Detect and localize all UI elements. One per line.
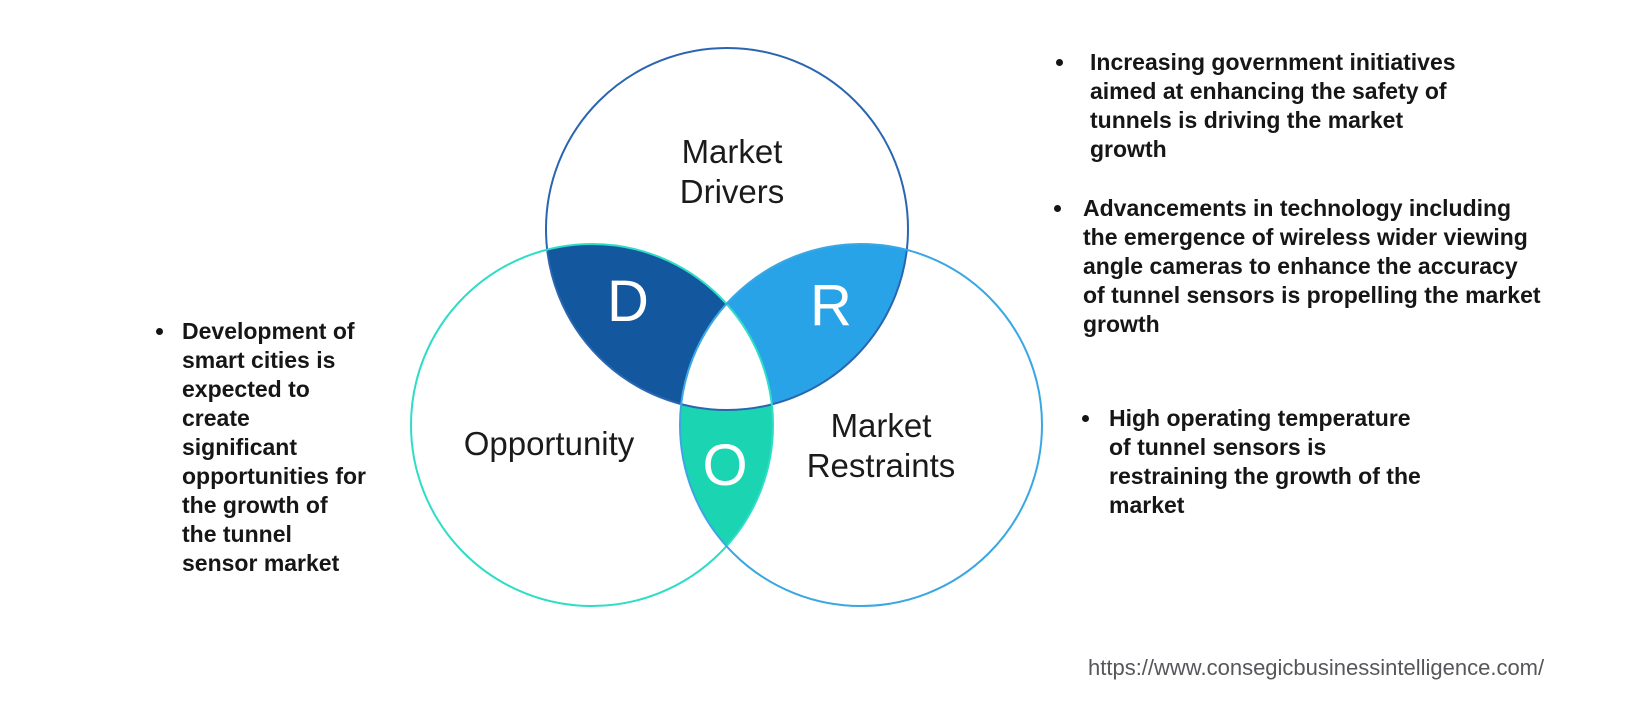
restraints-label: Market Restraints [806,407,956,484]
driver-note-1: Increasing government initiatives aimed … [1056,48,1456,164]
letter-d: D [607,269,649,334]
source-url: https://www.consegicbusinessintelligence… [1088,655,1545,680]
overlap-drivers-opportunity [546,244,773,410]
restraint-note-text: High operating temperature of tunnel sen… [1109,405,1421,518]
opportunity-note: Development of smart cities is expected … [156,317,366,578]
restraints-circle [679,243,1043,607]
opportunity-circle [410,243,774,607]
bullet-icon [156,328,163,335]
overlap-drivers-restraints [680,244,908,410]
letter-r: R [810,273,852,338]
driver-note-1-text: Increasing government initiatives aimed … [1090,49,1456,162]
bullet-icon [1054,205,1061,212]
opportunity-label: Opportunity [463,425,635,462]
restraint-note: High operating temperature of tunnel sen… [1082,404,1421,520]
drivers-label: Market Drivers [679,133,785,210]
opportunity-note-text: Development of smart cities is expected … [182,318,366,576]
bullet-icon [1082,415,1089,422]
drivers-circle [545,47,909,411]
driver-note-2: Advancements in technology including the… [1054,194,1541,339]
driver-note-2-text: Advancements in technology including the… [1083,195,1541,337]
letter-o: O [702,433,748,498]
bullet-icon [1056,59,1063,66]
